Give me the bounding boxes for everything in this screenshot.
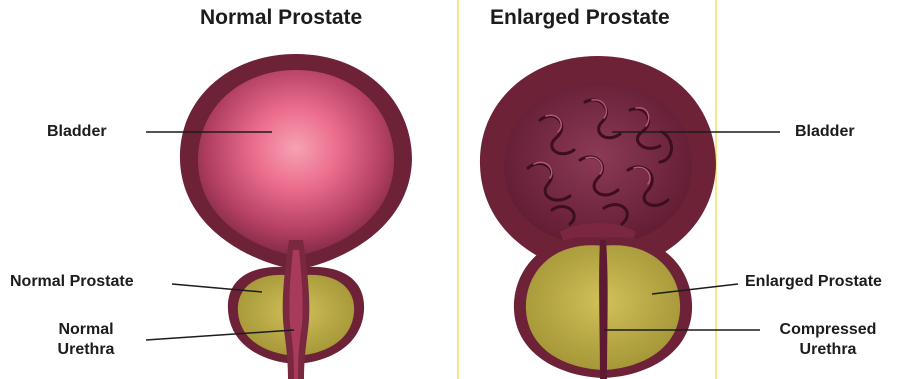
enlarged-panel-title: Enlarged Prostate (490, 6, 670, 30)
enlarged-prostate-label: Enlarged Prostate (745, 272, 882, 292)
compressed-urethra-label-line1: Compressed (762, 320, 894, 340)
compressed-urethra (599, 240, 608, 379)
compressed-urethra-label-line2: Urethra (762, 340, 894, 360)
normal-panel-title: Normal Prostate (200, 6, 362, 30)
normal-urethra-label-line2: Urethra (40, 340, 132, 360)
compressed-urethra-label: Compressed Urethra (762, 320, 894, 360)
normal-bladder-label: Bladder (47, 122, 107, 142)
enlarged-bladder-label: Bladder (795, 122, 855, 142)
normal-prostate-label: Normal Prostate (10, 272, 134, 292)
normal-urethra-label: Normal Urethra (40, 320, 132, 360)
normal-bladder (180, 54, 412, 270)
normal-urethra-label-line1: Normal (40, 320, 132, 340)
